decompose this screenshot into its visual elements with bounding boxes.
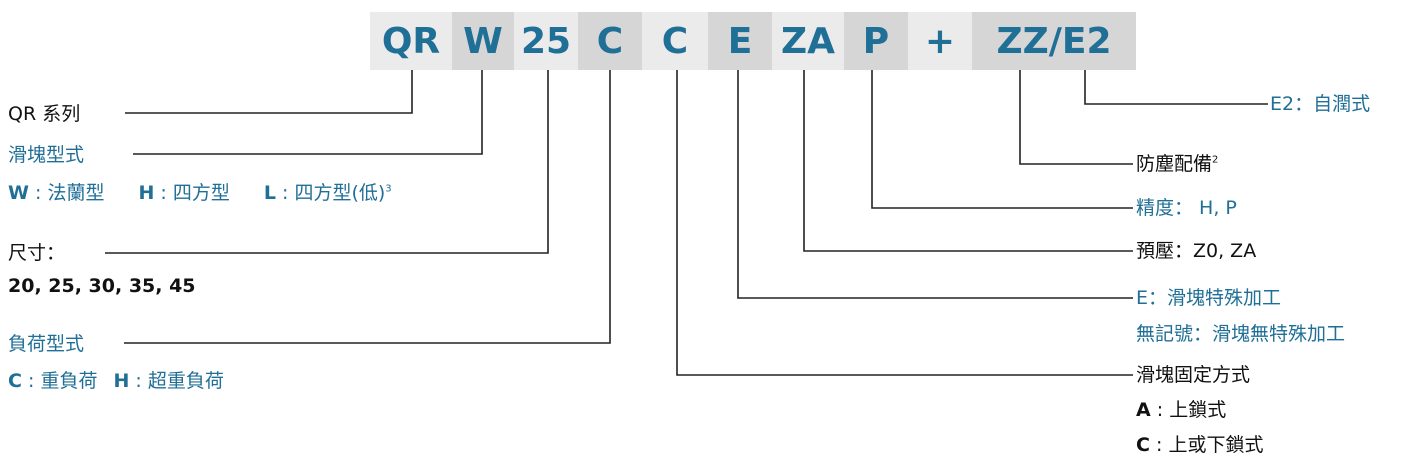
code-size: 25 <box>514 12 578 70</box>
accuracy-label: 精度： H, P <box>1136 197 1237 219</box>
e2-label: E2：自潤式 <box>1270 93 1371 115</box>
line-dust <box>1019 70 1133 165</box>
size-values: 20, 25, 30, 35, 45 <box>8 275 196 297</box>
code-dust-protection: ZZ/E2 <box>972 12 1136 70</box>
load-type-h-code: H <box>113 370 130 392</box>
block-type-title: 滑塊型式 <box>8 144 85 166</box>
block-type-w-desc: 法蘭型 <box>47 182 105 204</box>
series-label: QR 系列 <box>8 103 81 125</box>
block-type-h-desc: 四方型 <box>172 182 230 204</box>
preload-label: 預壓：Z0, ZA <box>1136 240 1257 262</box>
line-e2 <box>1084 70 1268 105</box>
code-preload: ZA <box>772 12 844 70</box>
dust-label: 防塵配備2 <box>1136 152 1218 176</box>
fixing-c-option: C : 上或下鎖式 <box>1136 434 1264 456</box>
fixing-a-option: A : 上鎖式 <box>1136 399 1227 421</box>
code-plus: + <box>908 12 972 70</box>
line-accuracy <box>871 70 1133 209</box>
line-load-type <box>124 70 611 344</box>
fixing-title: 滑塊固定方式 <box>1136 364 1251 386</box>
load-type-c-code: C <box>8 370 22 392</box>
special-e-label: E：滑塊特殊加工 <box>1136 287 1282 309</box>
block-type-l-code: L <box>263 182 276 204</box>
load-type-c-desc: 重負荷 <box>40 370 98 392</box>
block-type-l-desc: 四方型(低) <box>294 182 386 204</box>
block-type-h-code: H <box>138 182 155 204</box>
fixing-c-desc: 上或下鎖式 <box>1168 434 1264 456</box>
code-load-type: C <box>578 12 642 70</box>
line-size <box>105 70 549 254</box>
code-accuracy: P <box>844 12 908 70</box>
code-block-type: W <box>452 12 514 70</box>
code-series: QR <box>370 12 452 70</box>
size-title: 尺寸： <box>8 242 66 264</box>
code-fixing-type: C <box>642 12 708 70</box>
line-fixing-type <box>676 70 1133 376</box>
line-series <box>125 70 413 114</box>
fixing-a-desc: 上鎖式 <box>1169 399 1227 421</box>
line-block-type <box>133 70 483 155</box>
fixing-c-code: C <box>1136 434 1150 456</box>
load-type-title: 負荷型式 <box>8 333 85 355</box>
dust-note: 2 <box>1212 154 1219 166</box>
code-special: E <box>708 12 772 70</box>
line-special <box>737 70 1133 299</box>
fixing-a-code: A <box>1136 399 1151 421</box>
dust-text: 防塵配備 <box>1136 153 1213 175</box>
line-preload <box>803 70 1133 252</box>
load-type-h-desc: 超重負荷 <box>147 370 224 392</box>
special-none-label: 無記號：滑塊無特殊加工 <box>1136 323 1346 345</box>
block-type-l-note: 3 <box>385 183 392 195</box>
block-type-w-code: W <box>8 182 29 204</box>
